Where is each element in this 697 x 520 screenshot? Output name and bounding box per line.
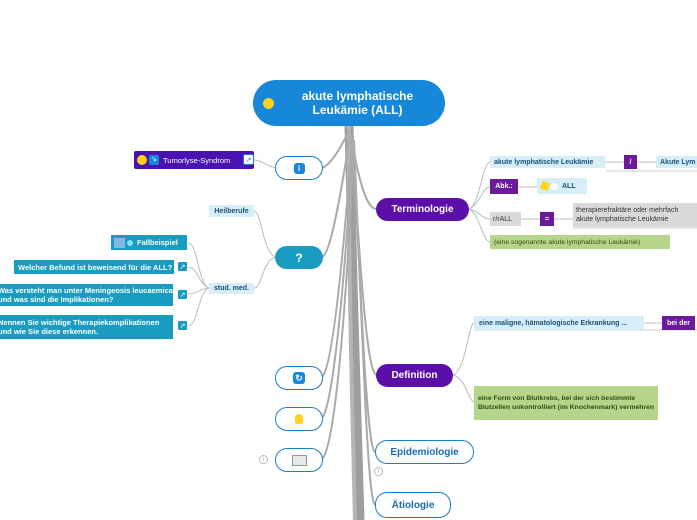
rr-all-label[interactable]: r/rALL bbox=[490, 212, 521, 226]
lightbulb-branch-node[interactable] bbox=[275, 407, 323, 431]
pin-icon: ↘ bbox=[149, 155, 159, 165]
pencil-icon bbox=[539, 180, 551, 192]
terminologie-node[interactable]: Terminologie bbox=[376, 198, 469, 221]
tumorlyse-label: Tumorlyse-Syndrom bbox=[163, 155, 231, 165]
question-branch-node[interactable]: ? bbox=[275, 246, 323, 269]
abbreviation-node[interactable]: ALL bbox=[537, 178, 587, 194]
dot-icon bbox=[127, 239, 133, 246]
info-branch-node[interactable]: i bbox=[275, 156, 323, 180]
lightbulb-icon bbox=[295, 414, 303, 424]
link-icon[interactable]: ↗ bbox=[177, 289, 188, 300]
fallbeispiel-label: Fallbeispiel bbox=[137, 238, 178, 247]
book-icon bbox=[291, 454, 307, 466]
sun-icon bbox=[263, 97, 274, 109]
question-1-label: Welcher Befund ist beweisend für die ALL… bbox=[18, 262, 173, 272]
definition-detail[interactable]: eine Form von Blutkrebs, bei der sich be… bbox=[474, 386, 658, 420]
link-icon[interactable]: ↗ bbox=[177, 320, 188, 331]
speech-bubble-icon bbox=[551, 182, 558, 190]
info-circle-icon[interactable]: i bbox=[374, 467, 383, 476]
info-square-icon: i bbox=[293, 162, 305, 174]
question-3-label: Nennen Sie wichtige Therapiekomplikation… bbox=[0, 318, 160, 336]
refresh-branch-node[interactable]: ↻ bbox=[275, 366, 323, 390]
info-circle-icon[interactable]: i bbox=[259, 455, 268, 464]
question-1-node[interactable]: Welcher Befund ist beweisend für die ALL… bbox=[14, 260, 174, 274]
question-3-node[interactable]: Nennen Sie wichtige Therapiekomplikation… bbox=[0, 315, 173, 339]
stud-med-node[interactable]: stud. med. bbox=[209, 283, 254, 294]
aetiologie-node[interactable]: Ätiologie bbox=[375, 492, 451, 518]
root-title: akute lymphatische Leukämie (ALL) bbox=[301, 89, 414, 117]
equals-sign[interactable]: = bbox=[540, 212, 554, 226]
term-alt-name[interactable]: Akute Lym bbox=[656, 156, 697, 168]
definition-tag[interactable]: bei der bbox=[662, 316, 695, 330]
definition-node[interactable]: Definition bbox=[376, 364, 453, 387]
abbreviation-value: ALL bbox=[562, 182, 576, 190]
term-full-name[interactable]: akute lymphatische Leukämie bbox=[490, 156, 605, 168]
link-icon[interactable]: ↗ bbox=[177, 261, 188, 272]
link-icon[interactable]: ↗ bbox=[243, 154, 254, 165]
fallbeispiel-node[interactable]: Fallbeispiel bbox=[111, 235, 187, 250]
tumorlyse-node[interactable]: ↘ Tumorlyse-Syndrom bbox=[134, 151, 254, 169]
sun-icon bbox=[137, 155, 147, 165]
question-2-node[interactable]: Was versteht man unter Meningeosis leuca… bbox=[0, 284, 173, 306]
book-branch-node[interactable] bbox=[275, 448, 323, 472]
image-icon bbox=[114, 237, 125, 248]
definition-text[interactable]: eine maligne, hämatologische Erkrankung … bbox=[474, 316, 644, 330]
question-2-label: Was versteht man unter Meningeosis leuca… bbox=[0, 286, 173, 304]
refresh-icon: ↻ bbox=[293, 372, 305, 384]
abbreviation-label[interactable]: Abk.: bbox=[490, 179, 518, 194]
question-mark-icon: ? bbox=[295, 250, 303, 265]
root-node[interactable]: akute lymphatische Leukämie (ALL) bbox=[253, 80, 445, 126]
heilberufe-node[interactable]: Heilberufe bbox=[209, 205, 254, 217]
term-separator[interactable]: / bbox=[624, 155, 637, 169]
term-note[interactable]: (eine sogenannte akute lymphatische Leuk… bbox=[490, 235, 670, 249]
rr-all-definition[interactable]: therapierefraktäre oder mehrfach akute l… bbox=[573, 203, 697, 227]
epidemiologie-node[interactable]: Epidemiologie bbox=[375, 440, 474, 464]
